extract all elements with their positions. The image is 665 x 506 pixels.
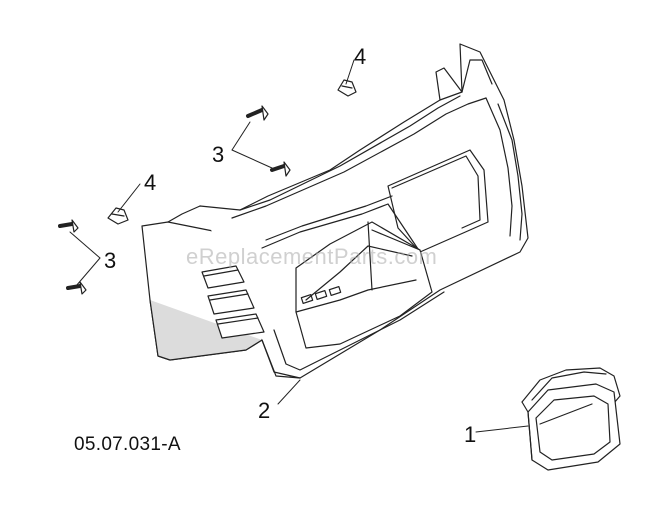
- callout-part-4-upper: 4: [354, 44, 367, 69]
- screw-lower-1: [58, 219, 79, 233]
- vent-slots: [201, 265, 265, 339]
- document-id: 05.07.031-A: [74, 434, 181, 455]
- callout-part-1: 1: [464, 422, 477, 447]
- callout-part-3-lower: 3: [104, 248, 117, 273]
- lens-part: [521, 367, 621, 471]
- leader-lines: [69, 59, 529, 433]
- screw-upper-2: [270, 161, 291, 177]
- front-panel-part: [141, 43, 529, 379]
- callout-part-3-upper: 3: [212, 142, 225, 167]
- clip-upper: [337, 79, 357, 97]
- clip-lower: [107, 207, 129, 225]
- watermark-text: eReplacementParts.com: [186, 244, 438, 269]
- callout-part-2: 2: [258, 398, 271, 423]
- callout-part-4-lower: 4: [144, 170, 157, 195]
- screw-lower-2: [66, 281, 87, 295]
- screw-upper-1: [246, 105, 269, 121]
